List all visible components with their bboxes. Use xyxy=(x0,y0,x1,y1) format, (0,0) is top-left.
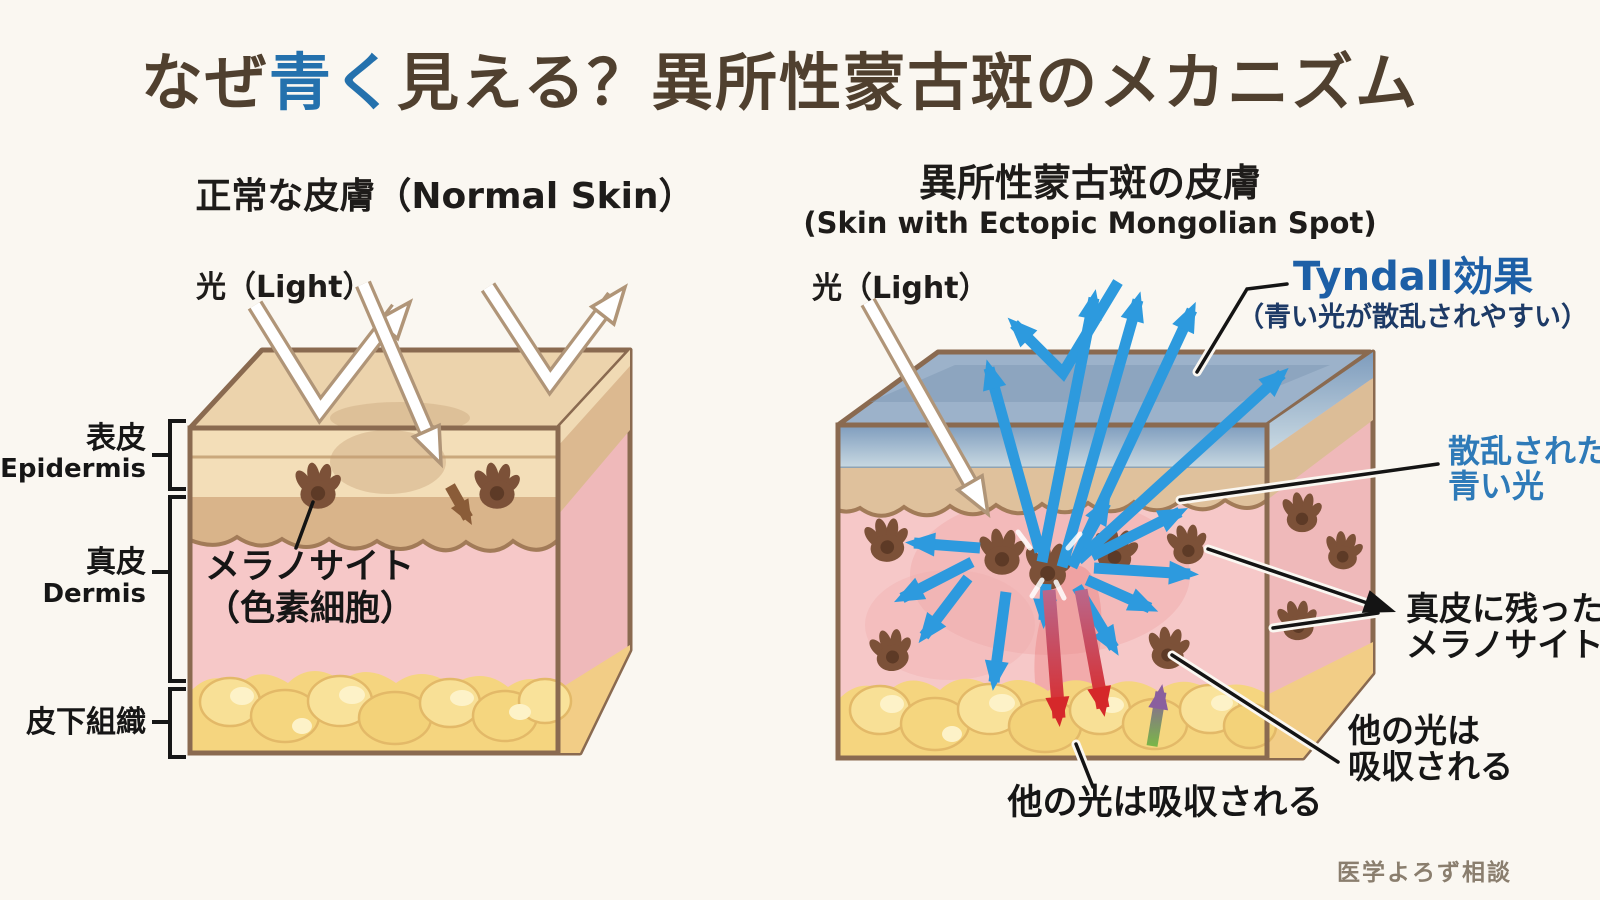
blue-ray xyxy=(893,557,975,603)
fat-highlights xyxy=(230,686,531,734)
blue-ray xyxy=(984,591,1012,691)
blue-ray xyxy=(1093,560,1199,585)
scatter-burst xyxy=(1015,529,1083,601)
tyndall-effect-label: Tyndall効果 xyxy=(1293,254,1533,300)
title-highlight: 青く xyxy=(269,46,397,119)
annotation-lines xyxy=(1071,279,1443,792)
absorbed-bottom-label: 他の光は吸収される xyxy=(1006,783,1322,823)
blue-ray xyxy=(1074,367,1289,565)
title-pre: なぜ xyxy=(141,46,269,119)
blue-ray xyxy=(1084,574,1159,614)
incident-light-arrowhead xyxy=(954,473,991,519)
blue-ray xyxy=(1036,289,1102,564)
side-fat xyxy=(558,645,630,753)
side-epidermis xyxy=(1267,378,1373,500)
penetrating-light-arrowhead xyxy=(410,422,443,469)
scattered-light-pointer-line xyxy=(1178,462,1440,502)
epidermis-label-ja: 表皮 xyxy=(86,421,146,456)
side-epidermis-top xyxy=(558,350,630,446)
dermis-bracket xyxy=(168,495,186,683)
layer-brackets xyxy=(152,419,186,759)
epidermis-bracket xyxy=(168,419,186,491)
side-epidermis xyxy=(558,350,630,515)
absorbed-light-arrows xyxy=(1042,588,1169,747)
blue-ray xyxy=(1077,495,1111,549)
dermal-melanocyte-pointer-line xyxy=(1206,547,1384,610)
normal-skin-light-arrows xyxy=(247,280,628,525)
blue-ray xyxy=(905,532,981,557)
light-label-right: 光（Light） xyxy=(812,271,989,306)
scattered-light-label-line2: 青い光 xyxy=(1448,467,1544,505)
dermal-melanocyte-label-line1: 真皮に残った xyxy=(1406,589,1600,628)
mongolian-skin-heading-ja: 異所性蒙古斑の皮膚 xyxy=(919,161,1261,205)
light-label-left: 光（Light） xyxy=(196,270,373,305)
basal-boundary-line xyxy=(189,534,560,553)
melanocyte-pointer-line xyxy=(294,500,315,550)
reflected-light-ray xyxy=(483,284,619,392)
scattered-light-label-line1: 散乱された xyxy=(1448,432,1600,470)
subcutaneous-label-ja: 皮下組織 xyxy=(26,705,146,740)
tyndall-pointer-line xyxy=(1195,282,1289,374)
title-post: 見える？異所性蒙古斑のメカニズム xyxy=(397,46,1419,119)
subcutaneous-bracket xyxy=(168,687,186,759)
dermis-label-ja: 真皮 xyxy=(86,545,146,580)
side-blue-band xyxy=(1267,352,1373,452)
reflected-light-arrowhead xyxy=(588,283,628,327)
epidermis-smudge xyxy=(330,430,446,494)
incident-light-arrow xyxy=(860,297,991,519)
epidermis-label-en: Epidermis xyxy=(0,454,146,484)
dermal-melanocyte-pointer-line xyxy=(1271,611,1380,630)
dermal-melanocyte-pointer-head xyxy=(1361,590,1396,613)
absorbed-red-arrow xyxy=(1042,589,1070,727)
front-face-outline xyxy=(187,425,561,756)
absorbed-side-pointer-line xyxy=(1170,653,1340,764)
absorbed-light-arrow xyxy=(445,483,473,525)
penetrating-light-ray xyxy=(358,281,437,447)
blue-ray xyxy=(1056,291,1144,569)
watermark: 医学よろず相談 xyxy=(1337,859,1512,886)
page-title: なぜ青く見える？異所性蒙古斑のメカニズム xyxy=(141,46,1419,119)
absorbed-side-label-line2: 吸収される xyxy=(1348,747,1513,786)
dermal-melanocyte-label-line2: メラノサイト xyxy=(1406,625,1600,664)
melanocyte-label-line1: メラノサイト xyxy=(205,547,414,587)
absorbed-red-arrow xyxy=(1074,588,1111,717)
blue-ray xyxy=(983,359,1046,554)
absorbed-bottom-pointer-line xyxy=(1074,742,1095,789)
blue-ray xyxy=(1089,507,1189,561)
dermis-label-en: Dermis xyxy=(42,579,146,609)
reflected-light-ray xyxy=(250,302,403,420)
incident-light-ray xyxy=(863,299,983,500)
basal-boundary-line xyxy=(837,497,1269,518)
absorbed-side-label-line1: 他の光は xyxy=(1347,711,1480,750)
normal-skin-diagram xyxy=(187,280,633,756)
upward-gradient-arrow xyxy=(1146,684,1169,747)
blue-ray xyxy=(918,574,973,644)
mongolian-skin-heading-en: (Skin with Ectopic Mongolian Spot) xyxy=(803,206,1376,240)
layer-labels: 表皮 Epidermis 真皮 Dermis 皮下組織 xyxy=(0,421,146,740)
normal-skin-heading: 正常な皮膚（Normal Skin） xyxy=(195,176,694,217)
tyndall-effect-sublabel: （青い光が散乱されやすい） xyxy=(1237,301,1588,333)
mongolian-spot-skin-diagram xyxy=(835,279,1443,792)
front-face-outline xyxy=(835,422,1270,761)
melanocyte-label-line2: （色素細胞） xyxy=(205,589,415,629)
